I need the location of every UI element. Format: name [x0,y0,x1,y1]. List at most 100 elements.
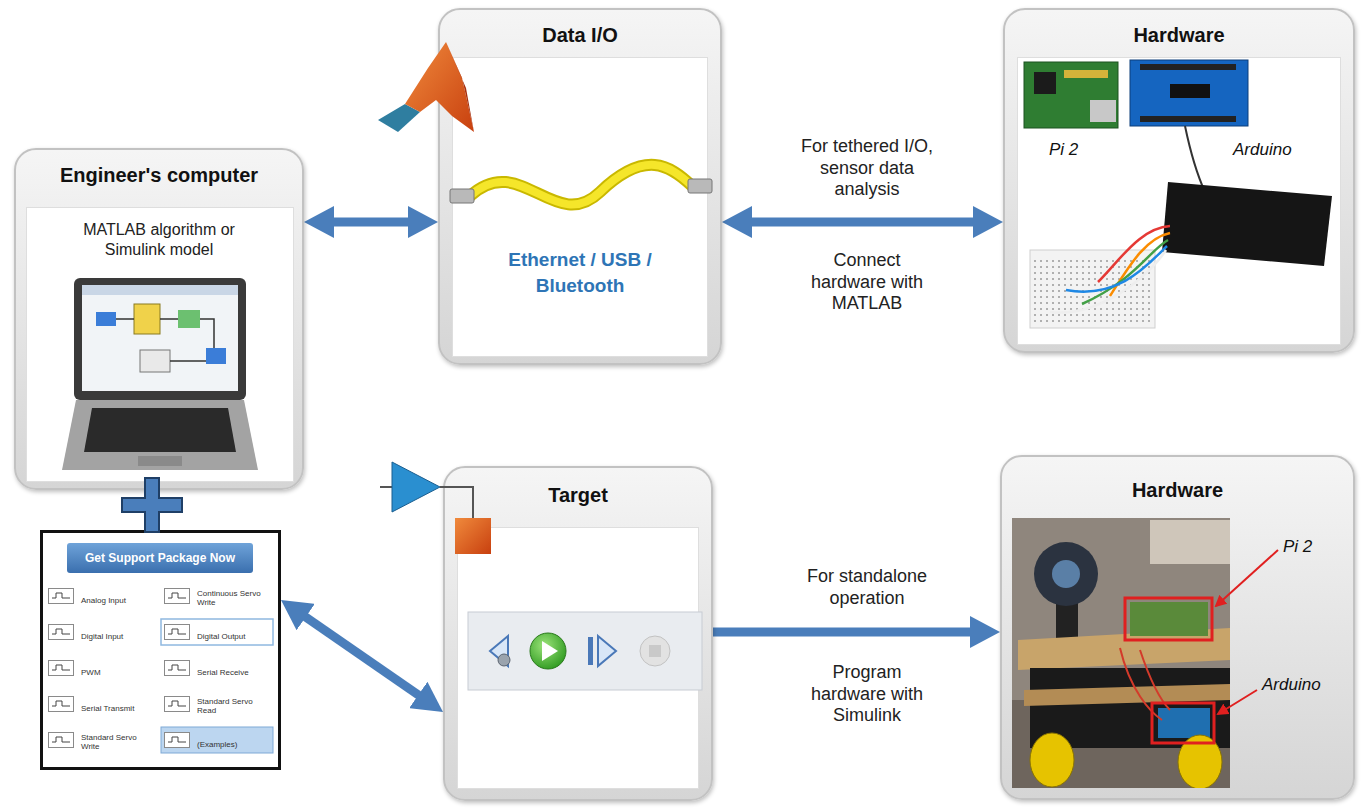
connector-arrow [324,218,418,227]
text-slot: Data I/O [440,24,720,47]
leader-arrow [1218,690,1257,714]
box-heading: Target [548,484,608,507]
block-name: Digital Input [81,632,123,641]
highlight-box [1125,598,1212,640]
robot-wires [1120,648,1170,720]
connection-type: Ethernet / USB / Bluetooth [490,247,670,298]
connector-arrow [742,218,983,227]
block-name: PWM [81,668,101,677]
robot-photo [1012,518,1230,788]
box-heading: Hardware [1132,479,1223,502]
cable-plug [688,179,712,193]
pi-chip [1034,72,1056,94]
photo-shelf [1150,520,1230,564]
block-name: Analog Input [81,596,126,605]
block-name: (Examples) [197,740,237,749]
block-icon [49,697,74,712]
screen-toolbar [82,285,238,295]
board-name: Pi 2 [1049,140,1078,160]
laptop-bezel [74,278,246,400]
block-icon [165,733,190,748]
analog-discovery-device [1162,182,1332,266]
edge-label: For standalone operation [792,566,942,609]
laptop-base [62,400,258,470]
text-slot: Ethernet / USB / Bluetooth [490,247,670,298]
text-slot: Get Support Package Now [67,543,253,573]
connector-arrow [713,628,980,637]
arduino-chip [1170,84,1210,98]
run-toolbar [468,612,702,690]
model-block [96,312,116,326]
signal-line [440,487,473,518]
block-icon [165,697,190,712]
robot-wheel [1030,733,1074,787]
text-slot: Serial Receive [197,661,273,679]
text-slot: Pi 2 [1283,537,1343,557]
box-heading: Engineer's computer [60,164,258,187]
block-library [49,589,274,754]
block-name: Standard Servo Write [81,733,157,751]
connector-arrow [297,611,426,700]
gain-block [392,462,440,512]
text-slot: MATLAB algorithm or Simulink model [64,220,254,260]
pi-port [1090,100,1116,122]
laptop-picture [62,278,258,470]
text-slot: Arduino [1233,140,1333,160]
text-slot: Digital Input [81,625,157,643]
text-slot: Engineer's computer [16,164,302,187]
arduino-header [1140,116,1236,122]
text-slot: Standard Servo Write [81,733,157,753]
cable-outline [470,165,692,205]
ethernet-cable [450,165,712,205]
stop-button [640,636,670,666]
webcam [1034,542,1098,606]
matlab-logo [378,42,474,132]
arrow-caption: Connect hardware with MATLAB [802,250,932,315]
cable-core [470,165,692,205]
model-block [140,350,170,372]
block-name: Standard Servo Read [197,697,273,715]
plus-sign [122,478,182,532]
highlight-box [1152,703,1214,743]
block-icon [49,589,74,604]
block-icon [165,589,190,604]
pi-board [1024,62,1118,128]
edge-label: For tethered I/O, sensor data analysis [787,136,947,201]
jumper-wire [1082,240,1168,304]
arduino-header [1140,64,1236,70]
text-slot: Pi 2 [1049,140,1109,160]
text-slot: Hardware [1005,24,1353,47]
logo-part [405,42,474,132]
step-bar [588,637,593,665]
package-button: Get Support Package Now [67,543,253,573]
jumper-wire [1050,250,1166,313]
signal-line [380,486,392,488]
run-button [530,633,566,669]
simulink-icon [380,462,491,554]
stop-symbol [649,645,661,657]
leader-arrow [1216,550,1278,606]
block-icon [165,661,190,676]
text-slot: Continuous Servo Write [197,589,273,609]
text-slot: For standalone operation [792,566,942,609]
webcam-stand [1056,600,1078,640]
board-name: Arduino [1233,140,1292,160]
text-slot: Serial Transmit [81,697,157,715]
box-heading: Hardware [1133,24,1224,47]
examples-item [161,727,273,753]
play-symbol [542,641,558,661]
toolbar-strip [468,612,702,690]
cable-plug [450,189,474,203]
arduino-board [1158,708,1210,738]
text-slot: Target [445,484,711,507]
breadboard [1030,250,1155,328]
board-name: Pi 2 [1283,537,1312,557]
text-slot: Hardware [1002,479,1353,502]
laptop-keyboard [84,408,236,452]
arduino-board [1130,60,1248,126]
logo-part [446,42,474,132]
board-name: Arduino [1262,675,1321,695]
text-slot: Digital Output [197,625,273,643]
